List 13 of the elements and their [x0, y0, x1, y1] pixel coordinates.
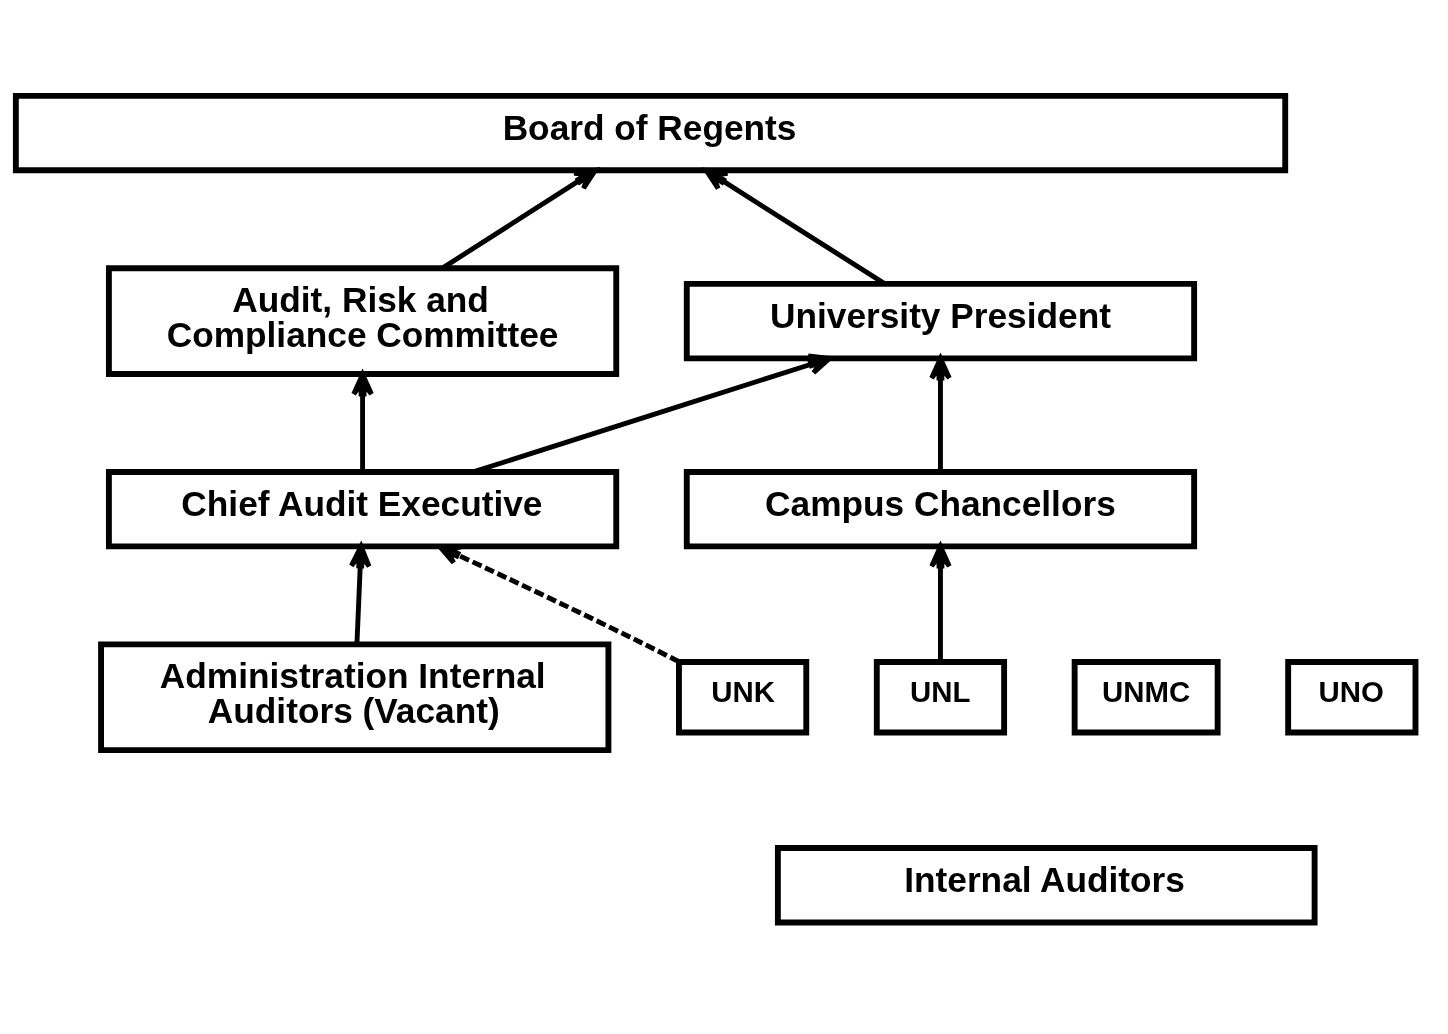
node-box: UNMC	[1071, 659, 1221, 736]
node-box: Administration Internal Auditors (Vacant)	[98, 641, 612, 754]
node-box: UNL	[873, 659, 1008, 736]
node-box: UNK	[676, 659, 810, 736]
node-box: Board of Regents	[12, 92, 1289, 174]
arrow	[349, 543, 372, 645]
node-box: Chief Audit Executive	[105, 469, 620, 550]
node-box: UNO	[1285, 659, 1419, 736]
node-box: University President	[683, 280, 1198, 362]
node-box: Internal Auditors	[774, 845, 1318, 926]
node-box: Campus Chancellors	[683, 469, 1198, 550]
node-box: Audit, Risk and Compliance Committee	[105, 265, 620, 377]
arrow	[472, 353, 833, 475]
